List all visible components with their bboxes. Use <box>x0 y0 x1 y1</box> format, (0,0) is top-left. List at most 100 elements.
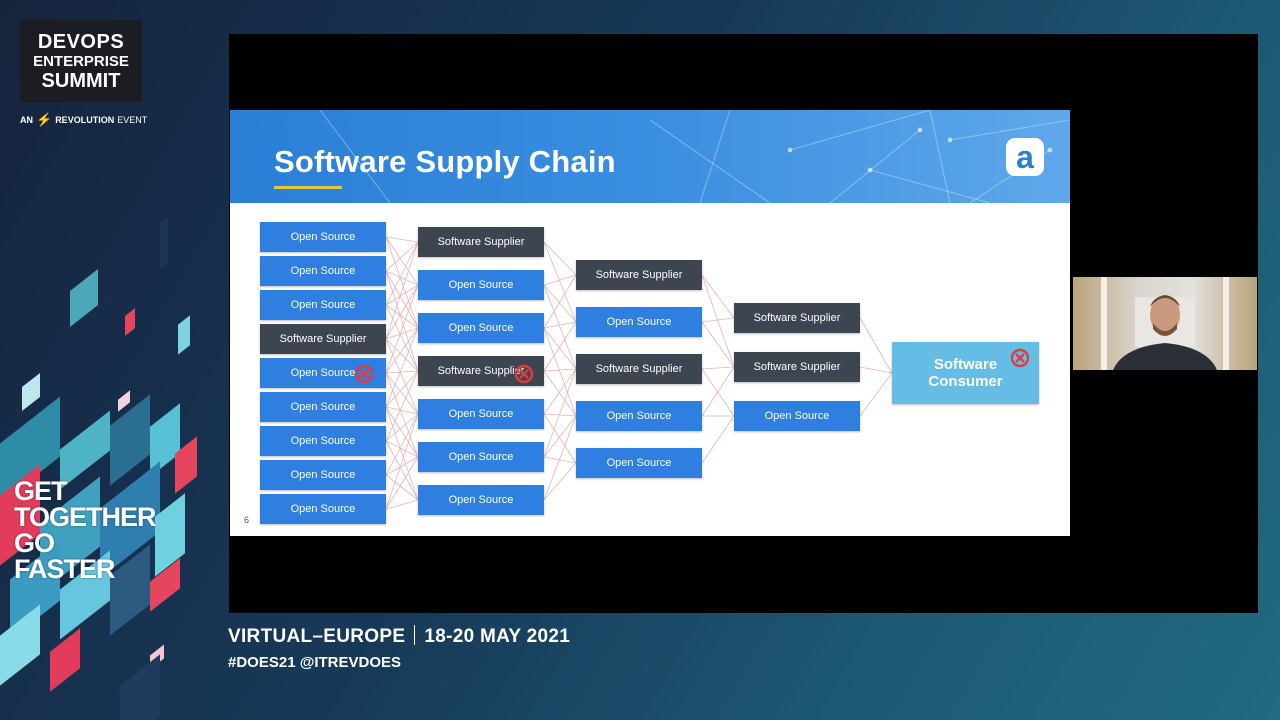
open-source-node: Open Source <box>576 307 702 337</box>
open-source-node: Open Source <box>418 313 544 343</box>
supply-link <box>385 241 419 272</box>
tagline: GET TOGETHER GO FASTER <box>14 476 157 583</box>
software-supplier-node: Software Supplier <box>576 354 702 384</box>
software-supplier-node: Software Supplier <box>260 324 386 354</box>
supply-link <box>385 406 419 415</box>
tagline-line: GO <box>14 528 55 558</box>
open-source-node: Open Source <box>418 485 544 515</box>
supply-link <box>385 456 419 476</box>
supply-link <box>385 270 419 329</box>
supply-link <box>385 370 419 442</box>
supply-link <box>385 413 419 510</box>
supply-link <box>701 415 735 464</box>
devops-summit-logo: DEVOPS ENTERPRISE SUMMIT <box>20 20 142 102</box>
supply-link <box>701 366 735 370</box>
supply-link <box>385 338 419 372</box>
supply-link <box>385 270 419 372</box>
supply-link <box>543 274 577 286</box>
open-source-node: Open Source <box>576 448 702 478</box>
speaker-webcam <box>1073 277 1257 370</box>
open-source-node: Open Source <box>260 426 386 456</box>
event-name: VIRTUAL–EUROPE <box>228 626 406 647</box>
supply-link <box>385 370 419 374</box>
supply-link <box>385 304 419 329</box>
supply-link <box>385 338 419 415</box>
consumer-line2: Consumer <box>928 373 1003 390</box>
supply-link <box>543 370 577 417</box>
open-source-node: Open Source <box>734 401 860 431</box>
supply-link <box>385 327 419 340</box>
software-supplier-node: Software Supplier <box>418 227 544 257</box>
supply-link <box>543 415 577 458</box>
supply-link <box>701 321 735 368</box>
open-source-node: Open Source <box>418 399 544 429</box>
it-revolution-byline: AN ⚡ REVOLUTION EVENT <box>20 112 147 128</box>
network-pattern <box>319 110 1070 203</box>
event-line: VIRTUAL–EUROPE 18-20 MAY 2021 <box>228 625 570 648</box>
logo-line3: SUMMIT <box>41 69 121 92</box>
supply-link <box>543 462 577 501</box>
compromised-x-icon <box>1010 348 1030 368</box>
open-source-node: Open Source <box>260 392 386 422</box>
supply-link <box>701 368 735 417</box>
supply-link <box>385 236 419 286</box>
supply-link <box>385 284 419 306</box>
supply-link <box>543 368 577 372</box>
supply-link <box>385 241 419 340</box>
supply-link <box>543 327 577 417</box>
supply-link <box>385 284 419 340</box>
compromised-x-icon <box>514 364 534 384</box>
supply-link <box>385 499 419 510</box>
supply-link <box>385 440 419 458</box>
supply-link <box>543 241 577 276</box>
open-source-node: Open Source <box>260 256 386 286</box>
supply-link <box>859 366 893 374</box>
supply-link <box>701 274 735 368</box>
anchore-logo-icon: a <box>1006 138 1044 176</box>
event-dates: 18-20 MAY 2021 <box>424 626 571 647</box>
tagline-line: GET <box>14 476 68 506</box>
supply-link <box>859 317 893 374</box>
supply-link <box>385 236 419 243</box>
supply-link <box>385 372 419 415</box>
supply-link <box>543 413 577 417</box>
supply-link <box>543 284 577 323</box>
consumer-line1: Software <box>933 356 998 373</box>
supply-link <box>385 327 419 374</box>
open-source-node: Open Source <box>260 494 386 524</box>
title-underline <box>274 186 342 189</box>
supply-link <box>543 456 577 464</box>
slide-title: Software Supply Chain <box>274 144 616 179</box>
supply-link <box>385 327 419 408</box>
supply-link <box>385 406 419 501</box>
supply-link <box>385 413 419 442</box>
supply-link <box>385 304 419 372</box>
supply-link <box>385 474 419 501</box>
supply-link <box>543 415 577 501</box>
slide-header: Software Supply Chain a <box>230 110 1070 203</box>
open-source-node: Open Source <box>260 290 386 320</box>
open-source-node: Open Source <box>576 401 702 431</box>
open-source-node: Open Source <box>418 442 544 472</box>
supply-link <box>385 270 419 286</box>
logo-line1: DEVOPS <box>37 30 125 53</box>
supply-link <box>385 370 419 408</box>
supply-link <box>859 372 893 417</box>
compromised-x-icon <box>354 364 374 384</box>
software-supplier-node: Software Supplier <box>734 303 860 333</box>
supply-link <box>543 284 577 370</box>
supply-link <box>701 274 735 319</box>
decorative-confetti <box>0 0 220 720</box>
lightning-icon: ⚡ <box>36 112 53 127</box>
supply-link <box>701 317 735 323</box>
supply-link <box>385 406 419 458</box>
supply-link <box>543 321 577 372</box>
logo-line2: ENTERPRISE <box>33 52 129 70</box>
supply-link <box>385 284 419 374</box>
supply-link <box>701 366 735 417</box>
supply-link <box>543 327 577 370</box>
supply-link <box>385 440 419 501</box>
divider <box>414 625 416 645</box>
supply-chain-links <box>385 236 893 510</box>
